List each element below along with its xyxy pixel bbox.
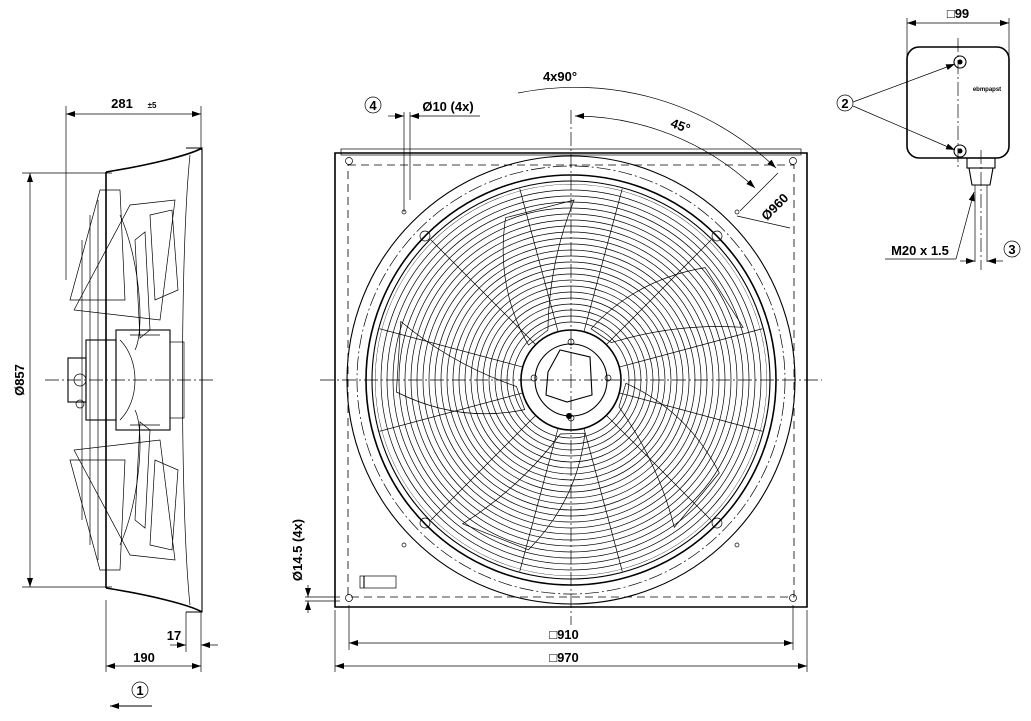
guard-spoke [606, 239, 712, 345]
guard-ring [476, 285, 666, 475]
fan-blade [618, 382, 720, 529]
guard-ring [458, 267, 684, 493]
guard-spoke [619, 392, 763, 432]
angle-label: 4x90° [543, 69, 577, 84]
guard-spoke [606, 415, 712, 521]
guard-ring [428, 237, 714, 523]
guard-spoke [430, 415, 536, 521]
depth-label: 281 [111, 96, 133, 111]
callout-4: 4 [369, 98, 377, 113]
side-view: 281 ±5 Ø857 [12, 96, 218, 709]
guard-ring [464, 273, 678, 487]
brand-text: ebmpapst [973, 87, 1001, 93]
guard-ring [392, 201, 750, 559]
inner-width-label: □910 [549, 627, 579, 642]
guard-ring [506, 315, 636, 445]
guard-ring [422, 231, 720, 529]
guard-ring [440, 249, 702, 511]
guard-ring [488, 297, 654, 463]
flange-label: 17 [167, 628, 181, 643]
guard-spoke [379, 328, 523, 368]
guard-ring [500, 309, 642, 451]
guard-ring [416, 225, 726, 535]
guard-ring [380, 189, 762, 571]
guard-ring [494, 303, 648, 457]
guard-spoke [379, 392, 523, 432]
guard-ring [386, 195, 756, 565]
outer-width-label: □970 [549, 650, 579, 665]
front-view: 4x90° 45° Ø960 Ø10 (4x) 4 Ø14.5 (4x) □91… [290, 69, 822, 672]
fan-blade [461, 432, 586, 551]
guard-spoke [519, 428, 559, 572]
guard-spoke [430, 239, 536, 345]
guard-spoke [583, 428, 623, 572]
fan-blade [590, 267, 744, 343]
guard-ring [446, 255, 696, 505]
guard-spoke [583, 188, 623, 332]
width-label: □99 [947, 6, 969, 21]
overall-depth-label: 190 [133, 650, 155, 665]
guard-spoke [619, 328, 763, 368]
guard-ring [482, 291, 660, 469]
hole-label: Ø10 (4x) [422, 99, 473, 114]
fan-blade [396, 320, 526, 415]
bolt-circle-label: Ø960 [758, 190, 791, 223]
callout-2: 2 [841, 96, 848, 111]
diameter-label: Ø857 [12, 364, 27, 396]
half-angle-label: 45° [669, 115, 693, 136]
callout-3: 3 [1008, 242, 1015, 257]
guard-spoke [519, 188, 559, 332]
mount-hole-label: Ø14.5 (4x) [290, 519, 305, 581]
guard-ring [404, 213, 738, 547]
depth-tolerance: ±5 [148, 101, 157, 110]
thread-label: M20 x 1.5 [891, 243, 949, 258]
guard-ring [410, 219, 732, 541]
guard-ring [512, 321, 630, 439]
guard-ring [452, 261, 690, 499]
terminal-box: □99 ebmpapst 2 M20 x 1.5 3 [836, 6, 1021, 270]
airflow-callout: 1 [136, 683, 143, 698]
guard-ring [434, 243, 708, 517]
guard-ring [470, 279, 672, 481]
fan-blade [502, 199, 575, 346]
